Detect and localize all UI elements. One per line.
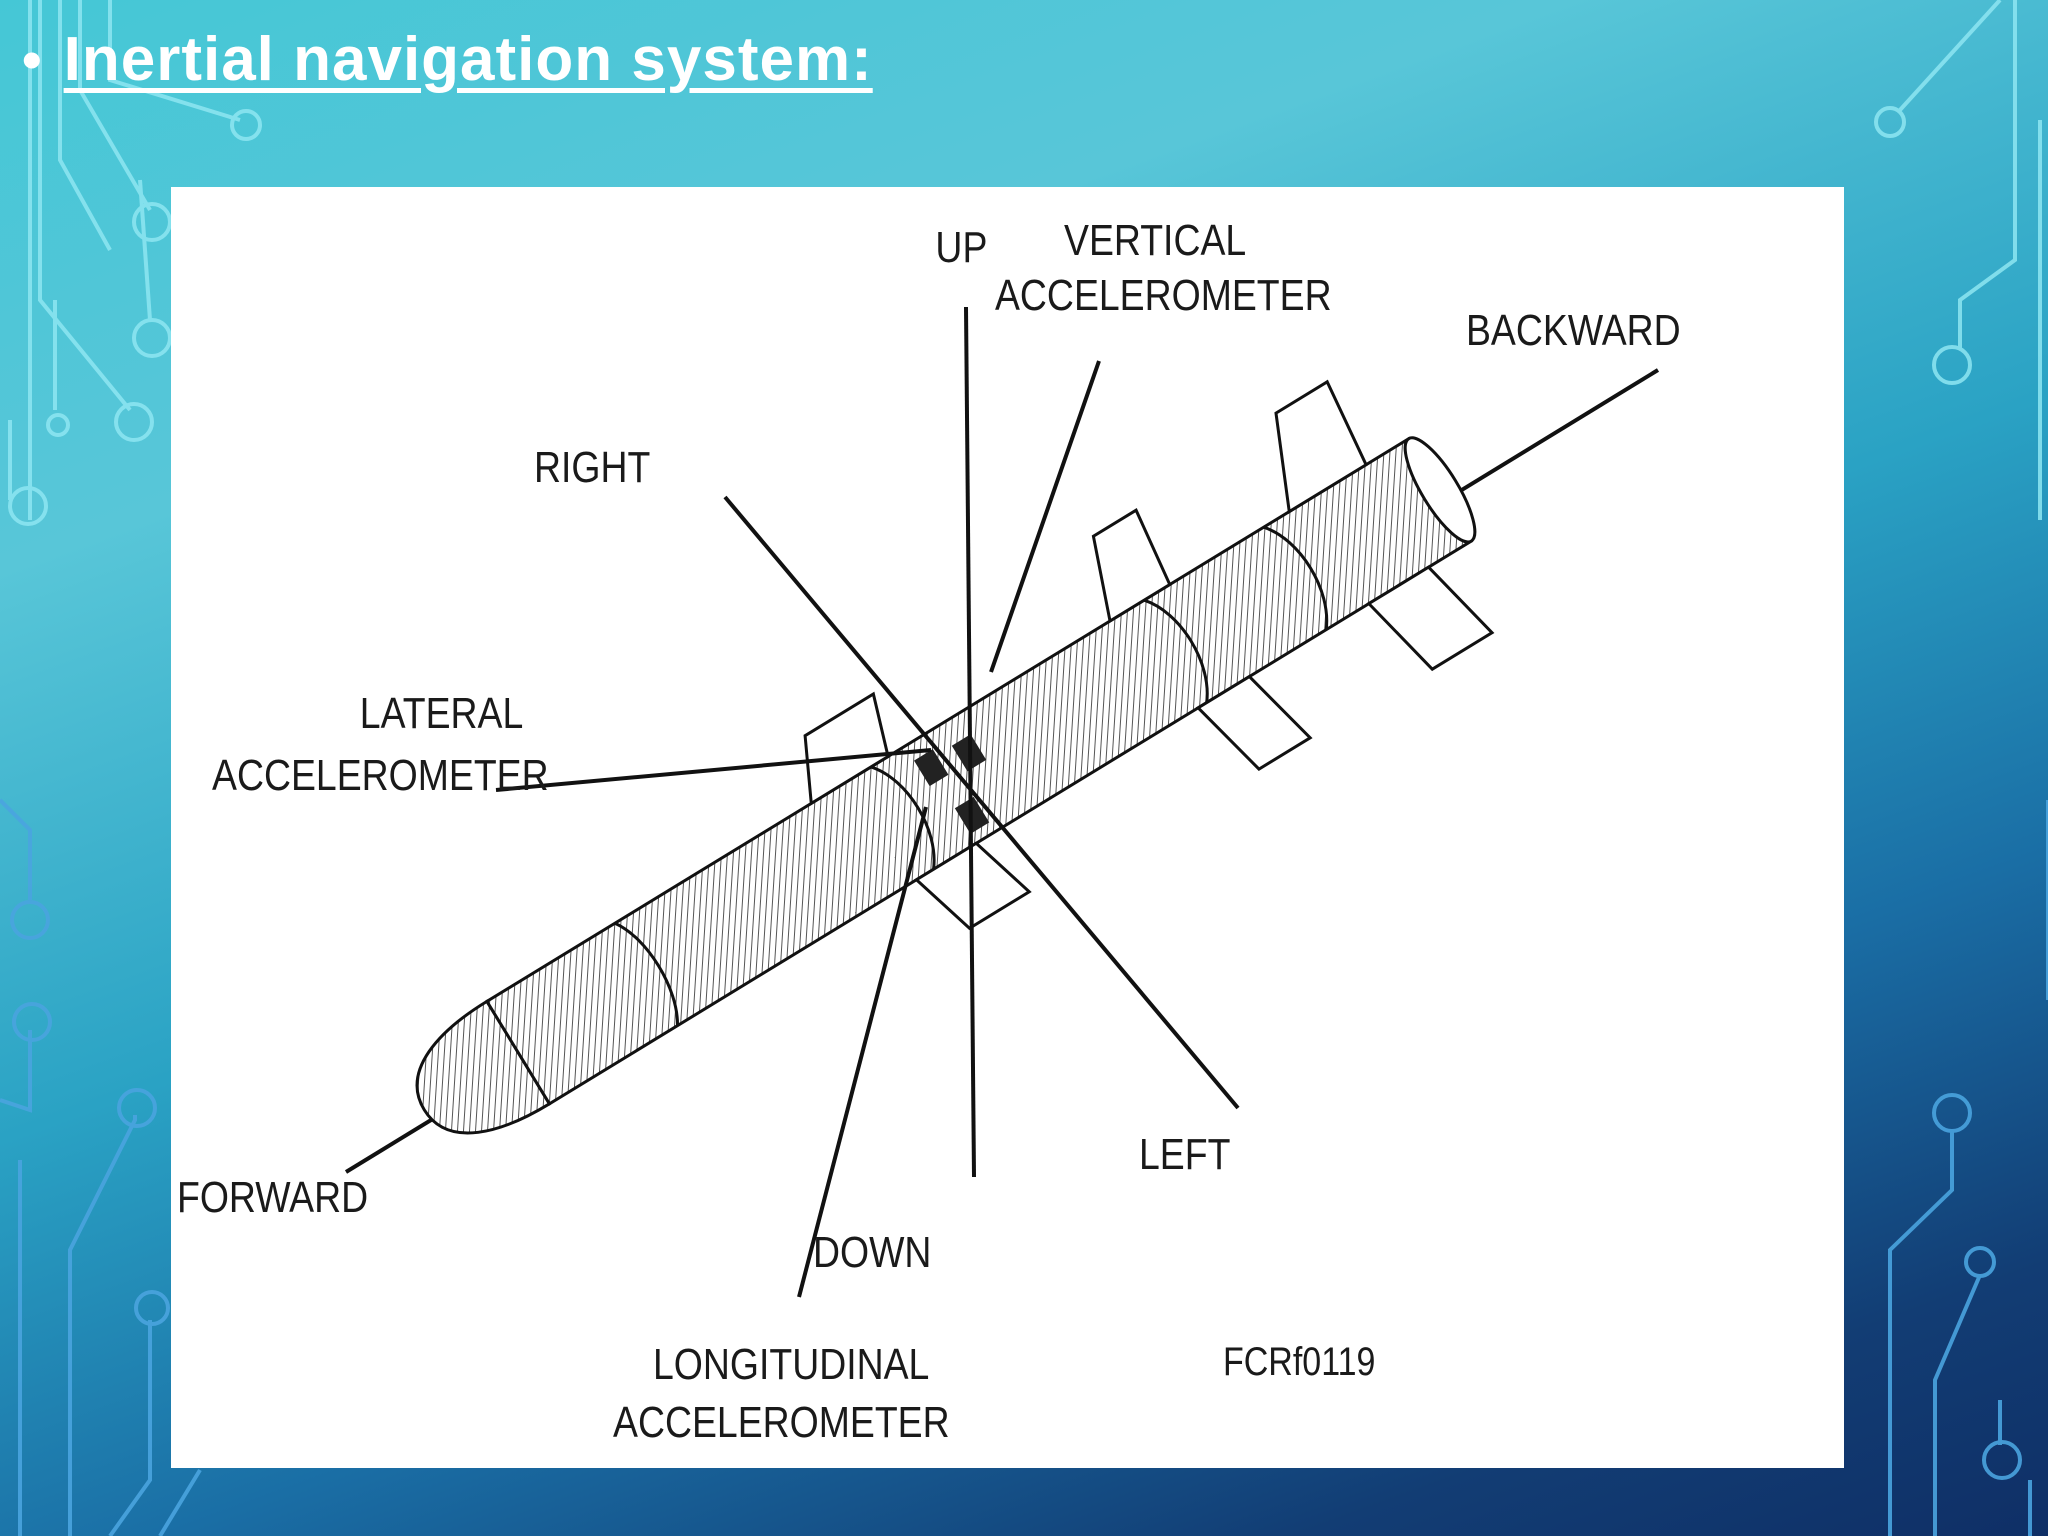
circuit-trace bbox=[108, 0, 241, 122]
label-figure-code: FCRf0119 bbox=[1223, 1338, 1375, 1383]
accelerometer-block bbox=[914, 749, 949, 787]
missile-fin bbox=[803, 691, 890, 806]
lateral-accelerometer-leader bbox=[495, 748, 932, 792]
missile-diagram-figure: UP VERTICAL ACCELEROMETER BACKWARD RIGHT… bbox=[171, 187, 1844, 1468]
bullet-icon: • bbox=[22, 27, 42, 91]
label-longitudinal-accelerometer-line2: ACCELEROMETER bbox=[613, 1397, 950, 1447]
label-forward: FORWARD bbox=[177, 1172, 368, 1222]
vertical-accelerometer-leader bbox=[989, 360, 1101, 673]
missile-tube bbox=[484, 436, 1474, 1106]
missile-fin bbox=[1274, 379, 1369, 515]
label-down: DOWN bbox=[813, 1227, 931, 1277]
circuit-trace bbox=[78, 0, 152, 212]
slide-title-row: • Inertial navigation system: bbox=[22, 24, 873, 95]
right-left-axis bbox=[723, 495, 1240, 1110]
label-up: UP bbox=[935, 222, 987, 272]
circuit-trace bbox=[38, 0, 132, 412]
up-down-axis bbox=[964, 306, 976, 1178]
slide-title: Inertial navigation system: bbox=[63, 25, 873, 94]
missile-fin bbox=[1366, 565, 1495, 672]
label-right: RIGHT bbox=[534, 442, 650, 492]
label-vertical-accelerometer-line2: ACCELEROMETER bbox=[995, 270, 1332, 320]
label-longitudinal-accelerometer-line1: LONGITUDINAL bbox=[653, 1339, 929, 1389]
label-lateral-accelerometer-line2: ACCELEROMETER bbox=[212, 750, 549, 800]
label-lateral-accelerometer-line1: LATERAL bbox=[360, 688, 524, 738]
label-backward: BACKWARD bbox=[1466, 305, 1681, 355]
longitudinal-accelerometer-leader bbox=[797, 806, 928, 1298]
missile-fin bbox=[1195, 674, 1313, 771]
missile-fin bbox=[1091, 508, 1172, 624]
label-vertical-accelerometer-line1: VERTICAL bbox=[1064, 215, 1246, 265]
circuit-trace bbox=[58, 0, 112, 251]
label-left: LEFT bbox=[1139, 1129, 1230, 1179]
missile-diagram: UP VERTICAL ACCELEROMETER BACKWARD RIGHT… bbox=[177, 215, 1681, 1447]
